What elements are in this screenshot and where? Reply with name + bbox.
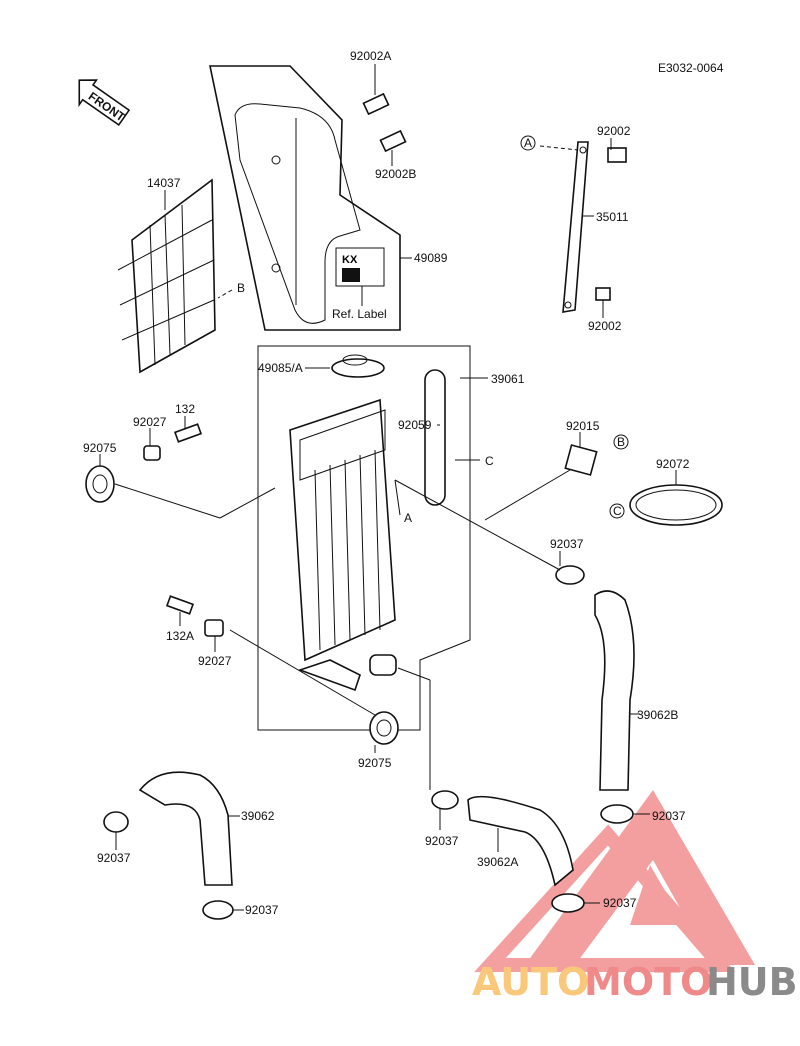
label-ref-b: B <box>237 281 245 295</box>
label-ref-c-circle: C <box>613 504 622 518</box>
label-92027-bottom: 92027 <box>198 654 232 668</box>
label-92015: 92015 <box>566 419 600 433</box>
bolt-132A <box>165 595 195 615</box>
bolt-92002B <box>379 129 407 153</box>
label-92037-center: 92037 <box>425 834 459 848</box>
label-92037-mid: 92037 <box>550 537 584 551</box>
label-35011: 35011 <box>596 210 629 224</box>
label-92037-right-top: 92037 <box>652 809 686 823</box>
label-92002B: 92002B <box>375 167 416 181</box>
label-92072: 92072 <box>656 457 690 471</box>
radiator-cap-49085 <box>331 354 385 378</box>
label-49085A: 49085/A <box>258 361 303 375</box>
clamp-92037-mid <box>555 565 585 585</box>
grommet-92075-left <box>85 465 115 503</box>
watermark-moto: MOTO <box>584 960 712 1004</box>
label-92059: 92059 <box>398 418 432 432</box>
watermark-auto: AUTO <box>472 960 589 1004</box>
clamp-92037-left <box>103 811 129 833</box>
hose-92059 <box>424 369 446 506</box>
leader-lines <box>99 64 677 911</box>
label-92075-bottom: 92075 <box>358 756 392 770</box>
label-ref-a-circle: A <box>524 136 532 150</box>
label-ref-label: Ref. Label <box>332 307 387 321</box>
bolt-132 <box>173 423 203 443</box>
radiator-assembly-frame <box>257 345 471 731</box>
label-132: 132 <box>175 402 195 416</box>
label-92037-bottom: 92037 <box>245 903 279 917</box>
label-39062: 39062 <box>241 809 275 823</box>
watermark-text: AUTO MOTO HUB <box>472 960 798 1004</box>
label-14037: 14037 <box>147 176 181 190</box>
label-132A: 132A <box>166 629 194 643</box>
label-92037-right-bottom: 92037 <box>603 896 637 910</box>
radiator-grille-14037 <box>117 178 216 374</box>
label-ref-b-circle: B <box>617 435 625 449</box>
hose-39062B <box>594 590 635 791</box>
watermark-hub: HUB <box>706 960 798 1004</box>
collar-92027-top <box>143 445 161 461</box>
watermark-logo <box>474 790 755 972</box>
label-39061: 39061 <box>491 372 525 386</box>
svg-text:KX: KX <box>342 254 358 266</box>
label-ref-a: A <box>404 511 412 525</box>
label-39062B: 39062B <box>637 708 678 722</box>
grommet-92075-bottom <box>369 711 399 745</box>
clamp-92037-right-bottom <box>551 893 585 913</box>
label-92027-top: 92027 <box>133 415 167 429</box>
clamp-92037-center <box>431 790 459 810</box>
stay-35011 <box>562 141 627 313</box>
label-39062A: 39062A <box>477 855 518 869</box>
label-92075-left: 92075 <box>83 441 117 455</box>
label-92002-top: 92002 <box>597 124 631 138</box>
diagram-code: E3032-0064 <box>658 61 724 75</box>
front-arrow-icon: FRONT <box>78 79 131 127</box>
clamp-92037-bottom <box>202 900 234 920</box>
part-labels: 92002A 92002B 14037 49089 B Ref. Label 9… <box>83 49 690 917</box>
label-49089: 49089 <box>414 251 448 265</box>
clamp-92037-right-top <box>600 804 634 824</box>
band-92072 <box>629 484 723 526</box>
hose-39062 <box>138 771 233 886</box>
shroud-49089: KX <box>209 65 401 331</box>
radiator-39061 <box>289 398 397 692</box>
hose-39062A <box>467 795 574 887</box>
bolt-92002A <box>362 92 390 116</box>
clip-92015 <box>564 444 598 476</box>
label-92037-left: 92037 <box>97 851 131 865</box>
label-ref-c: C <box>485 454 494 468</box>
collar-92027-bottom <box>204 619 224 637</box>
label-92002-bottom: 92002 <box>588 319 622 333</box>
label-92002A: 92002A <box>350 49 391 63</box>
